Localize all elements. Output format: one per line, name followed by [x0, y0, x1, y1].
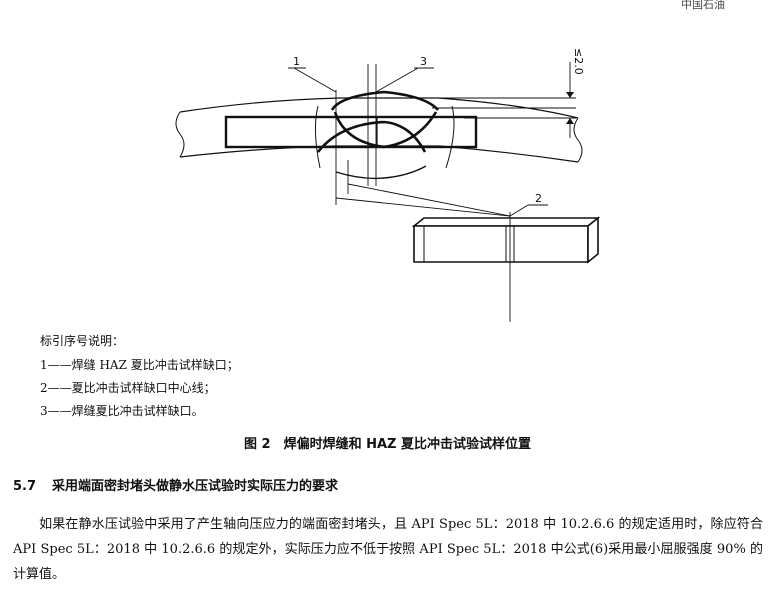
- body-paragraph: 如果在静水压试验中采用了产生轴向压应力的端面密封堵头，且 API Spec 5L…: [13, 512, 763, 587]
- weld-cap: [330, 90, 439, 111]
- haz-left-line: [314, 105, 321, 169]
- legend-item-3: 3——焊缝夏比冲击试样缺口。: [40, 404, 204, 418]
- plate-top-line: [179, 97, 579, 119]
- figure-caption: 图 2 焊偏时焊缝和 HAZ 夏比冲击试验试样位置: [244, 437, 531, 452]
- legend-item-1: 1——焊缝 HAZ 夏比冲击试样缺口；: [40, 358, 239, 372]
- page-header-fragment: 中国石油: [681, 0, 725, 11]
- haz-right-line: [445, 105, 455, 169]
- section-title: 采用端面密封堵头做静水压试验时实际压力的要求: [52, 479, 339, 494]
- body-paragraph-text: 如果在静水压试验中采用了产生轴向压应力的端面密封堵头，且 API Spec 5L…: [13, 517, 763, 582]
- weld-charpy-diagram: ≤2.0 1 3 2: [175, 48, 601, 322]
- callout-2-leader-c: [509, 204, 529, 217]
- dim-arrow-lower: [566, 118, 574, 124]
- plate-bottom-line: [179, 145, 579, 163]
- callout-3-label: 3: [420, 55, 427, 68]
- dimension-label: ≤2.0: [572, 48, 585, 75]
- dim-arrow-upper: [566, 92, 574, 98]
- callout-2-leader-a: [335, 197, 511, 217]
- section-heading: 5.7 采用端面密封堵头做静水压试验时实际压力的要求: [13, 475, 338, 494]
- weld-root: [335, 165, 427, 180]
- legend-title: 标引序号说明：: [40, 334, 125, 348]
- callout-3-leader: [375, 67, 419, 93]
- weld-bottom-bowl: [316, 120, 427, 153]
- legend-item-2: 2——夏比冲击试样缺口中心线；: [40, 381, 216, 395]
- specimen-3d-top: [411, 217, 601, 227]
- callout-2-leader-b: [347, 183, 511, 217]
- section-number: 5.7: [13, 479, 37, 494]
- callout-1-leader: [293, 67, 337, 93]
- plate-right-break: [573, 117, 583, 163]
- specimen-3d-right: [587, 216, 599, 264]
- specimen-rect: [224, 115, 478, 149]
- specimen-3d-front: [413, 225, 589, 263]
- plate-left-break: [175, 111, 185, 158]
- callout-1-label: 1: [293, 55, 300, 68]
- callout-2-label: 2: [535, 192, 542, 205]
